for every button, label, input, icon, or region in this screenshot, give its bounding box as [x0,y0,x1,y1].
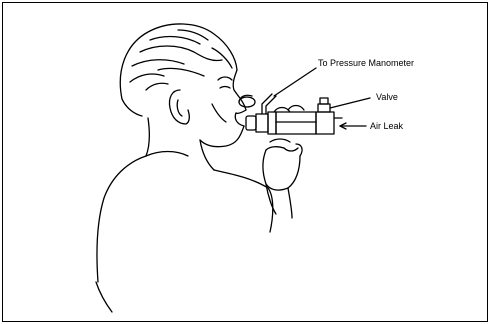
valve-callout-line [330,98,370,108]
spirometer-device-drawing [246,94,342,134]
face-drawing [169,70,246,147]
pressure-manometer-label: To Pressure Manometer [318,58,414,68]
pressure-callout-line [274,68,316,96]
body-drawing [96,118,273,312]
air-leak-label: Air Leak [370,121,404,131]
hair-drawing [120,24,237,116]
valve-label: Valve [376,92,398,102]
